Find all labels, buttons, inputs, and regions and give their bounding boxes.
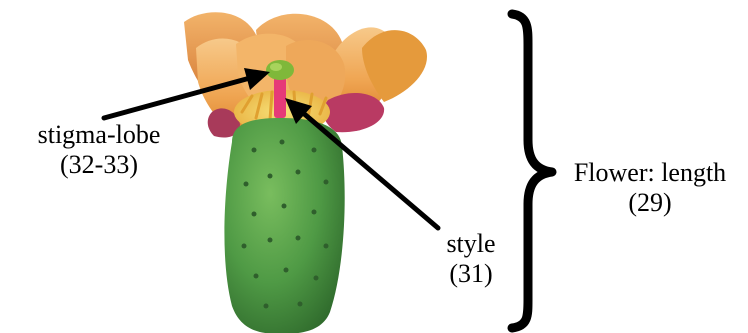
stigma-lobe-label: stigma-lobe (32-33) xyxy=(4,120,194,180)
brace-right xyxy=(512,14,552,328)
style-name: style xyxy=(426,229,516,259)
style-label: style (31) xyxy=(426,229,516,289)
stigma-lobe-code: (32-33) xyxy=(4,150,194,180)
flower-length-code: (29) xyxy=(552,188,748,218)
ovary xyxy=(224,118,344,333)
stigma-lobe-name: stigma-lobe xyxy=(4,120,194,150)
flower-length-label: Flower: length (29) xyxy=(552,158,748,218)
flower-petals xyxy=(184,12,427,137)
flower-length-name: Flower: length xyxy=(552,158,748,188)
style-code: (31) xyxy=(426,259,516,289)
